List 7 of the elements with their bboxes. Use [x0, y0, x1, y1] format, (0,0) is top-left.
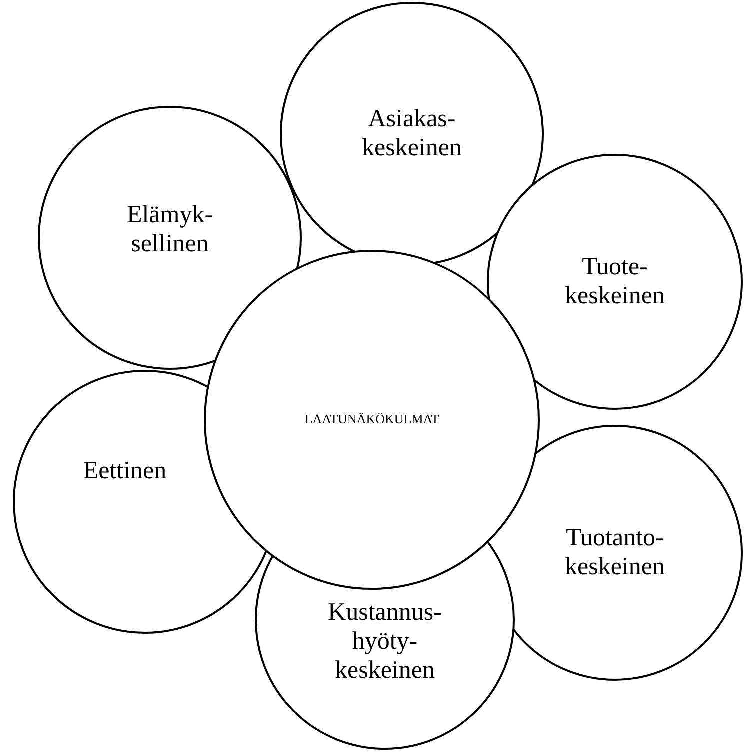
circle-label: Tuotanto- keskeinen — [564, 524, 666, 582]
circle-label: Tuote- keskeinen — [564, 253, 666, 311]
circle-label: Kustannus- hyöty- keskeinen — [327, 598, 443, 686]
circle-label: Elämyk- sellinen — [126, 201, 214, 259]
circle-label: Eettinen — [82, 458, 168, 486]
circle-label: LAATUNÄKÖKULMAT — [304, 412, 440, 428]
circle-label: Asiakas- keskeinen — [361, 105, 463, 163]
